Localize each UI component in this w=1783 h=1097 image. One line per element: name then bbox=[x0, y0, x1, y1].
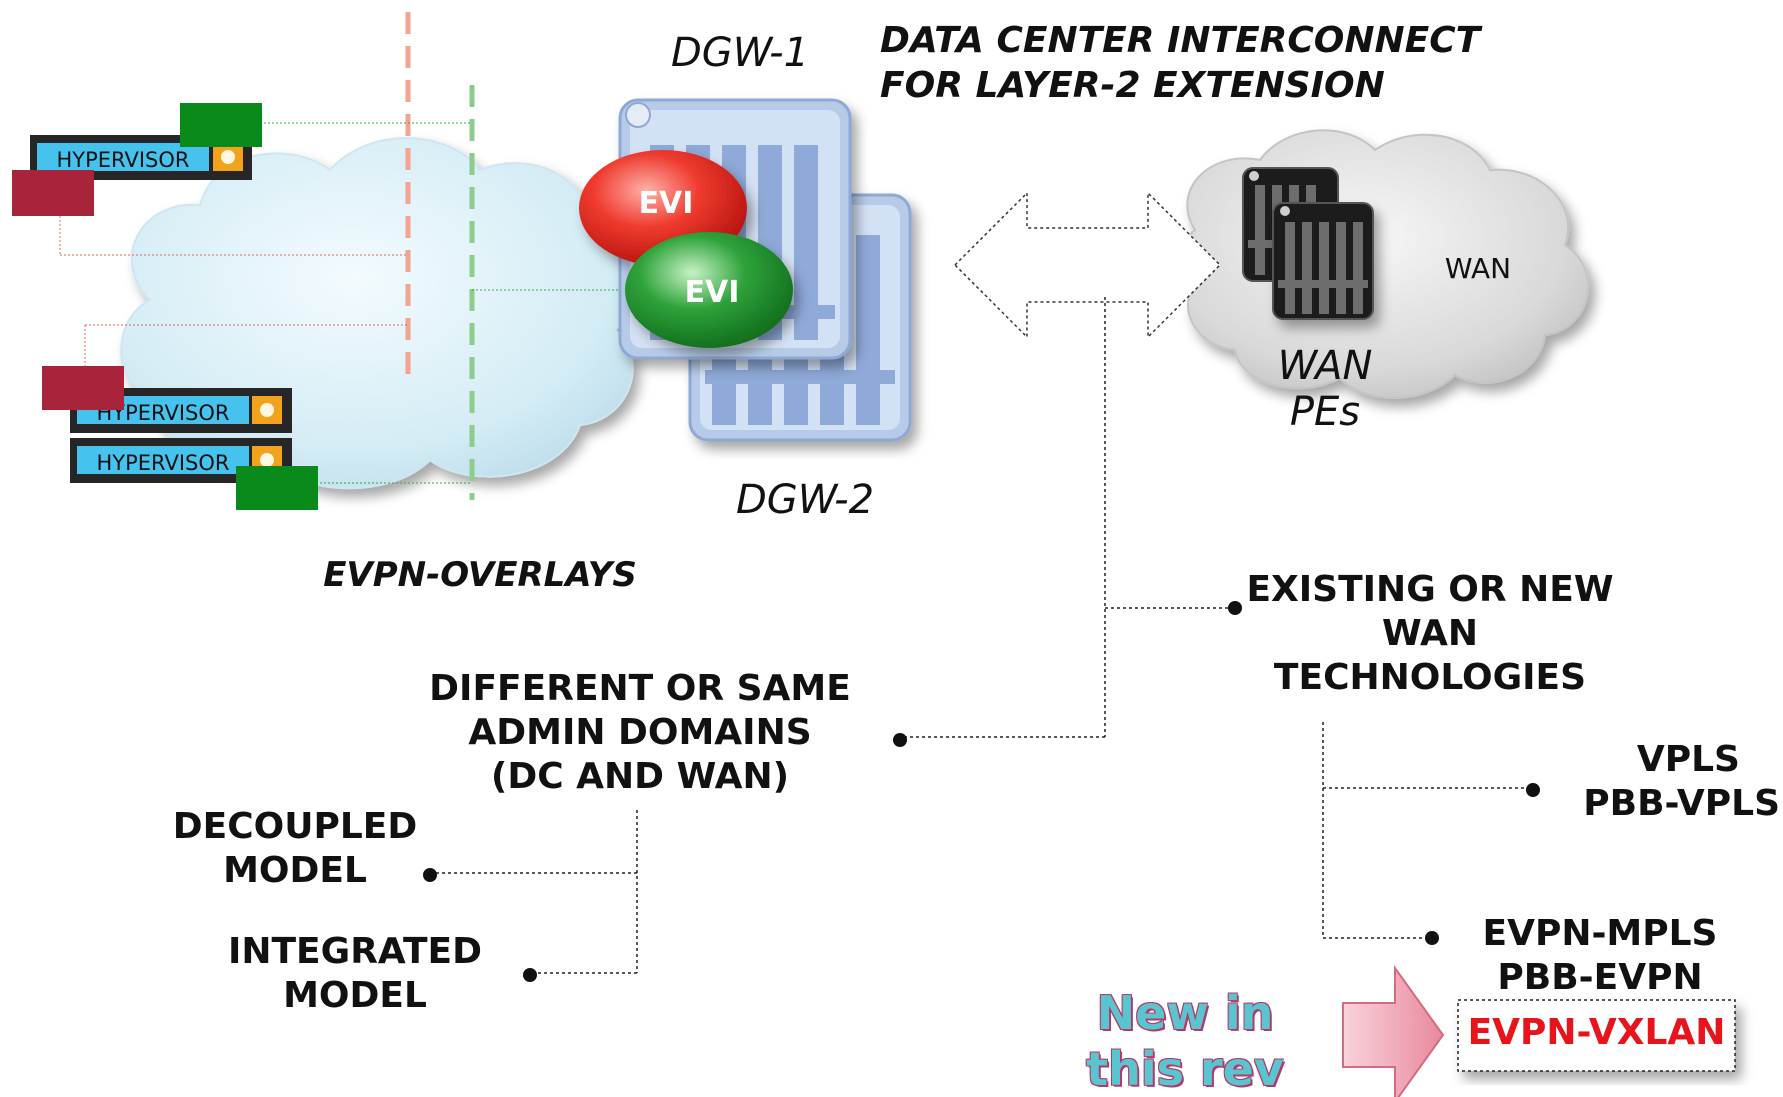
evpn-mpls-label: EVPN-MPLS PBB-EVPN bbox=[1460, 912, 1740, 1000]
evpn-mpls-line-2: PBB-EVPN bbox=[1497, 957, 1703, 998]
new-in-rev-line-1: New in bbox=[1096, 986, 1274, 1040]
connector-tree bbox=[432, 297, 1530, 974]
title-line-1: DATA CENTER INTERCONNECT bbox=[880, 20, 1481, 61]
vm-green-1 bbox=[180, 103, 262, 147]
hypervisor-3-label: HYPERVISOR bbox=[96, 451, 229, 475]
wan-cloud-label: WAN bbox=[1445, 252, 1511, 285]
evi-green: EVI bbox=[625, 232, 793, 348]
admin-domains-line-1: DIFFERENT OR SAME bbox=[429, 668, 851, 709]
connector-dots bbox=[423, 601, 1540, 982]
vpls-label: VPLS PBB-VPLS bbox=[1570, 738, 1780, 826]
evi-green-label: EVI bbox=[685, 275, 740, 310]
wan-pe-router-2 bbox=[1272, 202, 1374, 320]
dc-cloud bbox=[120, 137, 637, 490]
vpls-line-1: VPLS bbox=[1636, 739, 1740, 780]
existing-wan-line-2: WAN bbox=[1381, 613, 1479, 654]
evi-red-label: EVI bbox=[639, 186, 694, 221]
wan-pes-label: WAN PEs bbox=[1240, 343, 1410, 435]
decoupled-line-1: DECOUPLED bbox=[172, 806, 418, 847]
vm-green-2 bbox=[236, 466, 318, 510]
hypervisor-1-label: HYPERVISOR bbox=[56, 148, 189, 172]
vm-red-1 bbox=[12, 170, 94, 216]
admin-domains-label: DIFFERENT OR SAME ADMIN DOMAINS (DC AND … bbox=[425, 667, 855, 799]
admin-domains-line-2: ADMIN DOMAINS bbox=[468, 712, 812, 753]
new-arrow-icon bbox=[1342, 964, 1445, 1097]
title-line-2: FOR LAYER-2 EXTENSION bbox=[880, 65, 1385, 106]
new-in-rev-line-2: this rev bbox=[1086, 1042, 1284, 1096]
admin-domains-line-3: (DC AND WAN) bbox=[490, 756, 790, 797]
integrated-model-label: INTEGRATED MODEL bbox=[215, 930, 495, 1018]
decoupled-model-label: DECOUPLED MODEL bbox=[165, 805, 425, 893]
integrated-line-1: INTEGRATED bbox=[227, 931, 483, 972]
vm-connectors bbox=[59, 122, 640, 484]
wan-pes-line-2: PEs bbox=[1289, 389, 1361, 435]
existing-wan-line-3: TECHNOLOGIES bbox=[1273, 657, 1587, 698]
integrated-line-2: MODEL bbox=[283, 975, 427, 1016]
vpls-line-2: PBB-VPLS bbox=[1583, 783, 1780, 824]
title: DATA CENTER INTERCONNECT FOR LAYER-2 EXT… bbox=[880, 18, 1480, 108]
evpn-mpls-line-1: EVPN-MPLS bbox=[1482, 913, 1718, 954]
vm-red-2 bbox=[42, 366, 124, 410]
wan-pes-line-1: WAN bbox=[1277, 343, 1373, 389]
decoupled-line-2: MODEL bbox=[223, 850, 367, 891]
dgw-2-label: DGW-2 bbox=[735, 477, 875, 523]
new-in-rev-label: New in this rev bbox=[1060, 985, 1310, 1097]
double-arrow bbox=[953, 191, 1222, 339]
evpn-vxlan-box bbox=[1457, 999, 1736, 1072]
dgw-1-label: DGW-1 bbox=[670, 30, 810, 76]
evpn-vxlan-label: EVPN-VXLAN bbox=[1467, 1012, 1726, 1053]
evpn-overlays-label: EVPN-OVERLAYS bbox=[323, 555, 637, 595]
existing-wan-line-1: EXISTING OR NEW bbox=[1246, 569, 1614, 610]
existing-wan-label: EXISTING OR NEW WAN TECHNOLOGIES bbox=[1230, 568, 1630, 700]
